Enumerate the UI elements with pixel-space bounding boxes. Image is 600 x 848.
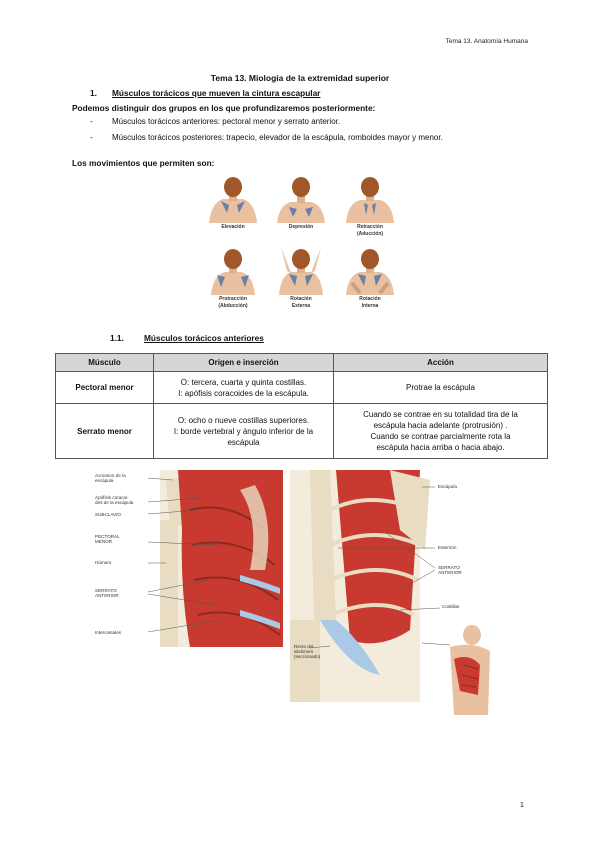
action: Protrae la escápula [333,371,548,404]
inset-illustration [421,625,490,715]
section-title: Músculos torácicos anteriores [144,333,264,343]
origin-insertion: O: tercera, cuarta y quinta costillas. I… [153,371,334,404]
movement-figure: Rotación Externa [273,247,329,309]
label-escapula: Escápula [438,484,457,489]
running-header: Tema 13. Anatomía Humana [445,38,528,45]
column-header: Origen e inserción [153,353,334,372]
section-number: 1.1. [110,333,124,343]
list-item: -Músculos torácicos posteriores: trapeci… [90,133,443,142]
section-1-1-heading: 1.1. Músculos torácicos anteriores [110,333,264,343]
table-row: Serrato menor O: ocho o nueve costillas … [55,403,548,459]
movement-figure: Elevación [205,175,261,231]
anatomy-inset-figure [420,625,495,717]
anatomy-illustration [147,470,283,647]
action: Cuando se contrae en su totalidad tira d… [333,403,548,459]
muscle-name: Pectoral menor [55,371,154,404]
movement-figure: Retracción (Aducción) [342,175,398,237]
column-header: Músculo [55,353,154,372]
back-figure-internal-rotation [346,249,394,295]
label-subclavio: SUBCLAVIO [95,512,121,517]
bullet-list: -Músculos torácicos anteriores: pectoral… [90,117,443,149]
movement-figure: Rotación Interna [342,247,398,309]
section-number: 1. [90,88,97,98]
anatomy-illustration [290,470,441,702]
back-figure-external-rotation [279,247,323,295]
page-number: 1 [520,802,524,809]
back-figure-retraction [346,177,394,223]
intro-paragraph: Podemos distinguir dos grupos en los que… [72,103,376,113]
table-row: Pectoral menor O: tercera, cuarta y quin… [55,371,548,404]
column-header: Acción [333,353,548,372]
movements-intro: Los movimientos que permiten son: [72,158,215,168]
back-figure-depression [277,177,325,223]
movement-figures: Elevación Depresión Retracción (Aducción… [205,175,400,315]
label-costillas: Costillas [442,604,460,609]
section-title: Músculos torácicos que mueven la cintura… [112,88,321,98]
movement-figure: Depresión [273,175,329,231]
movement-figure: Protracción (Abducción) [205,247,261,309]
label-coracoid: Apófisis coracoi-des de la escápula [95,495,134,505]
origin-insertion: O: ocho o nueve costillas superiores. I:… [153,403,334,459]
table-header-row: Músculo Origen e inserción Acción [55,353,548,372]
label-intercostales: Intercostales [95,630,122,635]
page-title: Tema 13. Miología de la extremidad super… [210,73,390,83]
muscles-table: Músculo Origen e inserción Acción Pector… [55,353,548,459]
list-item: -Músculos torácicos anteriores: pectoral… [90,117,341,126]
back-figure-protraction [211,249,255,295]
label-humero: Húmero [95,560,112,565]
section-1-heading: 1. Músculos torácicos que mueven la cintu… [90,88,320,98]
label-esternon: Esternón [438,545,457,550]
back-figure-elevation [209,177,257,223]
muscle-name: Serrato menor [55,403,154,459]
